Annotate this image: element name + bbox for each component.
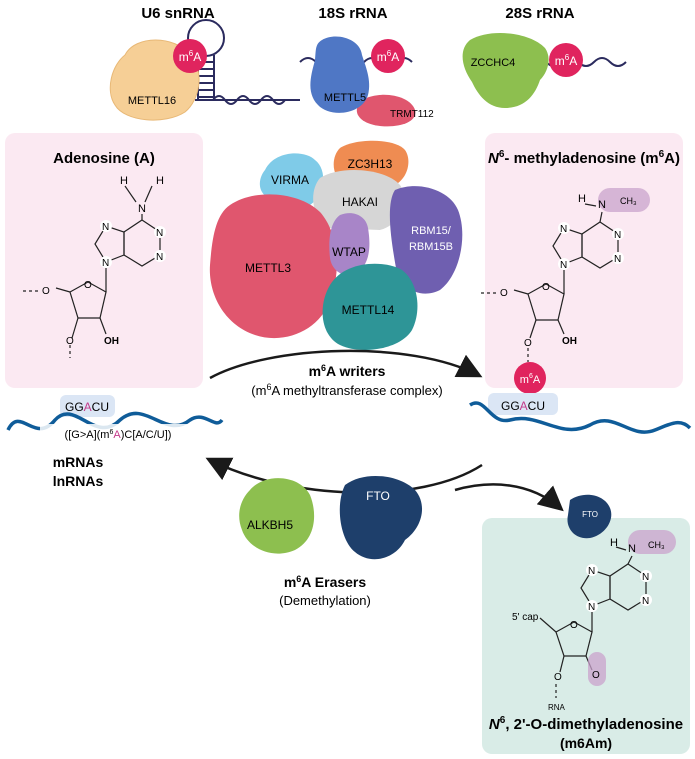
18s-enzyme2-label: TRMT112: [390, 109, 434, 120]
svg-text:m6A: m6A: [555, 53, 577, 68]
subunit-mettl3: METTL3: [245, 261, 291, 275]
subunit-virma: VIRMA: [271, 173, 309, 187]
adenosine-title: Adenosine (A): [53, 150, 155, 167]
svg-text:H: H: [156, 175, 164, 187]
svg-text:H: H: [578, 193, 586, 205]
fto-small: [567, 494, 612, 539]
svg-text:H: H: [610, 537, 618, 549]
subunit-zc3h13: ZC3H13: [348, 157, 393, 171]
m6am-panel: FTO H N CH₃ N N N N O O O 5' cap RNA N6,…: [482, 494, 690, 754]
svg-text:O: O: [42, 286, 50, 297]
right-motif: GGACU: [501, 399, 545, 413]
subunit-hakai: HAKAI: [342, 195, 378, 209]
svg-text:O: O: [524, 338, 532, 349]
svg-text:N: N: [628, 543, 636, 555]
svg-text:OH: OH: [562, 336, 577, 347]
svg-text:O: O: [570, 620, 578, 631]
svg-text:N: N: [598, 199, 606, 211]
svg-text:N: N: [156, 228, 163, 239]
left-motif: GGACU: [65, 400, 109, 414]
svg-text:m6A: m6A: [377, 49, 399, 64]
erasers: ALKBH5 FTO m6A Erasers (Demethylation): [239, 475, 423, 608]
subunit-rbm15: RBM15/: [411, 225, 452, 237]
svg-text:N: N: [102, 222, 109, 233]
m6a-badge-panel: m6A: [514, 362, 546, 394]
m6a-badge-u6: m6A: [173, 39, 207, 73]
subunit-wtap: WTAP: [332, 245, 366, 259]
m6am-title: N6, 2'-O-dimethyladenosine: [489, 715, 683, 733]
adenosine-panel: Adenosine (A) H N H N N N N O O O OH: [5, 133, 203, 388]
svg-text:N: N: [614, 230, 621, 241]
svg-text:CH₃: CH₃: [620, 196, 637, 206]
svg-text:O: O: [500, 288, 508, 299]
m6a-badge-18s: m6A: [371, 39, 405, 73]
m6a-panel: N6- methyladenosine (m6A) H N CH₃ N N N …: [480, 133, 683, 394]
rna-type-2: lnRNAs: [53, 473, 104, 489]
28s-rrna-group: 28S rRNA ZCCHC4 m6A: [462, 5, 627, 108]
writer-arrow: [209, 349, 483, 380]
m6a-panel-title: N6- methyladenosine (m6A): [488, 149, 680, 167]
svg-text:N: N: [614, 254, 621, 265]
writers-label: m6A writers: [309, 363, 386, 379]
svg-text:N: N: [156, 252, 163, 263]
svg-text:O: O: [66, 336, 74, 347]
18s-title: 18S rRNA: [318, 5, 387, 22]
fto-arrow: [454, 483, 564, 512]
svg-text:N: N: [560, 260, 567, 271]
eraser-alkbh5: ALKBH5: [247, 518, 293, 532]
m6a-badge-28s: m6A: [549, 43, 583, 77]
svg-text:O: O: [84, 280, 92, 291]
subunit-rbm15b: RBM15B: [409, 241, 453, 253]
svg-text:O: O: [554, 672, 562, 683]
writer-complex: ZC3H13 VIRMA HAKAI RBM15/ RBM15B METTL3 …: [209, 140, 463, 350]
svg-text:m6A: m6A: [520, 373, 541, 386]
u6-snrna-group: U6 snRNA METTL16 m6A: [109, 5, 300, 121]
u6-title: U6 snRNA: [141, 5, 215, 22]
svg-text:N: N: [102, 258, 109, 269]
erasers-label: m6A Erasers: [284, 574, 367, 590]
svg-text:O: O: [542, 282, 550, 293]
writers-sublabel: (m6A methyltransferase complex): [251, 382, 442, 398]
eraser-fto: FTO: [366, 489, 390, 503]
svg-text:N: N: [138, 203, 146, 215]
left-consensus: ([G>A](m6A)C[A/C/U]): [65, 429, 172, 441]
rna-type-1: mRNAs: [53, 454, 104, 470]
18s-rrna-group: 18S rRNA TRMT112 METTL5 m6A: [299, 5, 434, 127]
u6-enzyme-label: METTL16: [128, 95, 176, 107]
18s-enzyme1-label: METTL5: [324, 92, 366, 104]
svg-text:O: O: [592, 670, 600, 681]
svg-text:N: N: [642, 572, 649, 583]
m6am-rna: RNA: [548, 703, 566, 712]
m6am-cap: 5' cap: [512, 612, 539, 623]
svg-text:CH₃: CH₃: [648, 540, 665, 550]
left-rna: GGACU ([G>A](m6A)C[A/C/U]) mRNAs lnRNAs: [6, 395, 224, 489]
svg-text:N: N: [642, 596, 649, 607]
right-rna: GGACU: [469, 393, 692, 434]
erasers-sublabel: (Demethylation): [279, 593, 371, 608]
svg-text:OH: OH: [104, 336, 119, 347]
m6am-abbr: (m6Am): [560, 735, 612, 751]
subunit-mettl14: METTL14: [342, 303, 395, 317]
svg-text:m6A: m6A: [179, 49, 201, 64]
28s-enzyme-label: ZCCHC4: [471, 57, 516, 69]
svg-text:N: N: [588, 602, 595, 613]
svg-text:H: H: [120, 175, 128, 187]
svg-text:N: N: [588, 566, 595, 577]
svg-text:N: N: [560, 224, 567, 235]
eraser-fto-small: FTO: [582, 510, 598, 519]
28s-title: 28S rRNA: [505, 5, 574, 22]
